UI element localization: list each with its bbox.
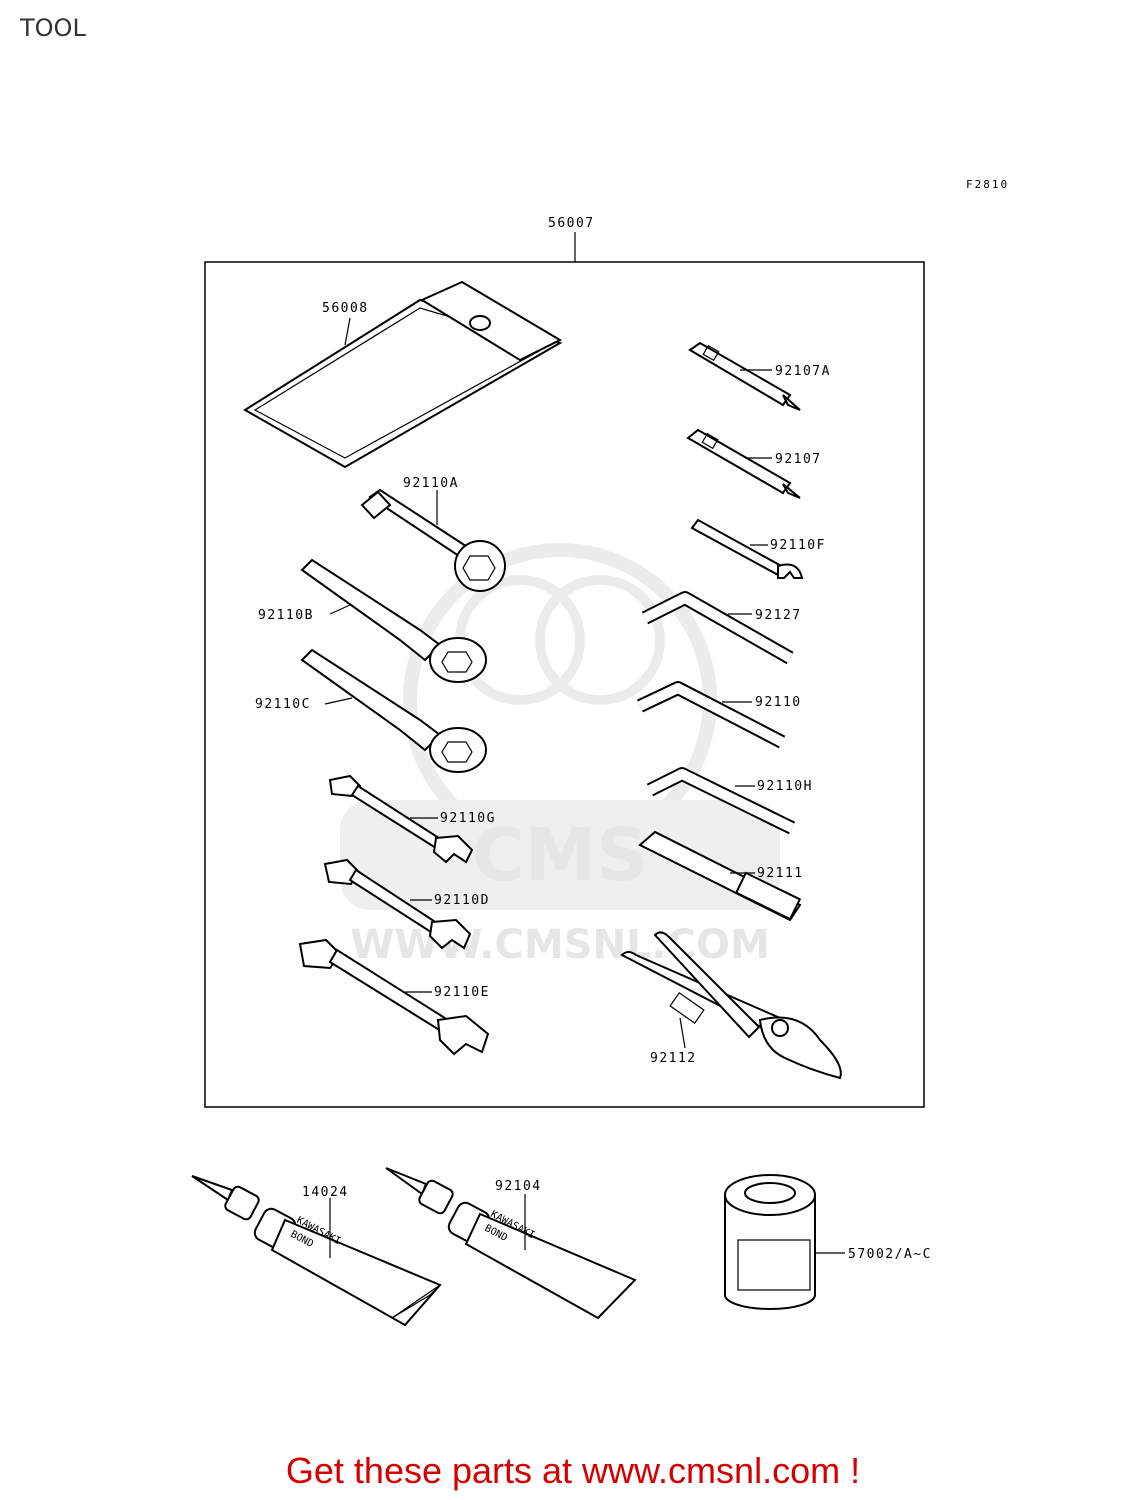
bond-tube-2-part: KAWASAKI BOND (385, 1167, 637, 1320)
screwdriver-part (686, 428, 801, 499)
label-92110G: 92110G (440, 811, 496, 826)
label-92110F: 92110F (770, 538, 826, 553)
kit-frame (204, 261, 925, 1108)
footer-link-text[interactable]: Get these parts at www.cmsnl.com ! (285, 1450, 861, 1491)
watermark-brand: CMS (472, 813, 648, 897)
hex-key-medium-part (637, 681, 786, 749)
label-92127: 92127 (755, 608, 802, 623)
label-92110: 92110 (755, 695, 802, 710)
label-92110B: 92110B (258, 608, 314, 623)
label-57002: 57002/A~C (848, 1247, 932, 1262)
oil-filter-part (724, 1174, 816, 1310)
label-92110A: 92110A (403, 476, 459, 491)
wrench-f-part (690, 518, 804, 579)
parts-diagram: CMS WWW.CMSNL.COM 56007 56008 92107A 921… (191, 216, 932, 1327)
page-title: TOOL (20, 14, 86, 42)
tool-bag-part (243, 280, 563, 469)
hex-key-large-part (641, 591, 794, 665)
open-wrench-g-part (328, 774, 474, 864)
hex-key-small-part (646, 767, 796, 835)
pliers-part (620, 931, 842, 1080)
watermark-url: WWW.CMSNL.COM (350, 922, 770, 968)
label-92107: 92107 (775, 452, 822, 467)
label-92110C: 92110C (255, 697, 311, 712)
label-14024: 14024 (302, 1185, 349, 1200)
label-92112: 92112 (650, 1051, 697, 1066)
ring-wrench-c-part (300, 648, 487, 773)
handle-part (638, 830, 802, 922)
label-92107A: 92107A (775, 364, 831, 379)
screwdriver-a-part (688, 341, 801, 411)
label-92110E: 92110E (434, 985, 490, 1000)
label-92110H: 92110H (757, 779, 813, 794)
label-92110D: 92110D (434, 893, 490, 908)
label-92104: 92104 (495, 1179, 542, 1194)
open-wrench-e-part (298, 938, 490, 1056)
label-92111: 92111 (757, 866, 804, 881)
ring-wrench-b-part (300, 558, 487, 683)
label-56007: 56007 (548, 216, 595, 231)
label-56008: 56008 (322, 301, 369, 316)
bond-tube-1-part: KAWASAKI BOND (191, 1175, 442, 1327)
open-wrench-d-part (323, 858, 472, 950)
socket-wrench-part (360, 488, 506, 592)
figure-code: F2810 (966, 178, 1010, 191)
